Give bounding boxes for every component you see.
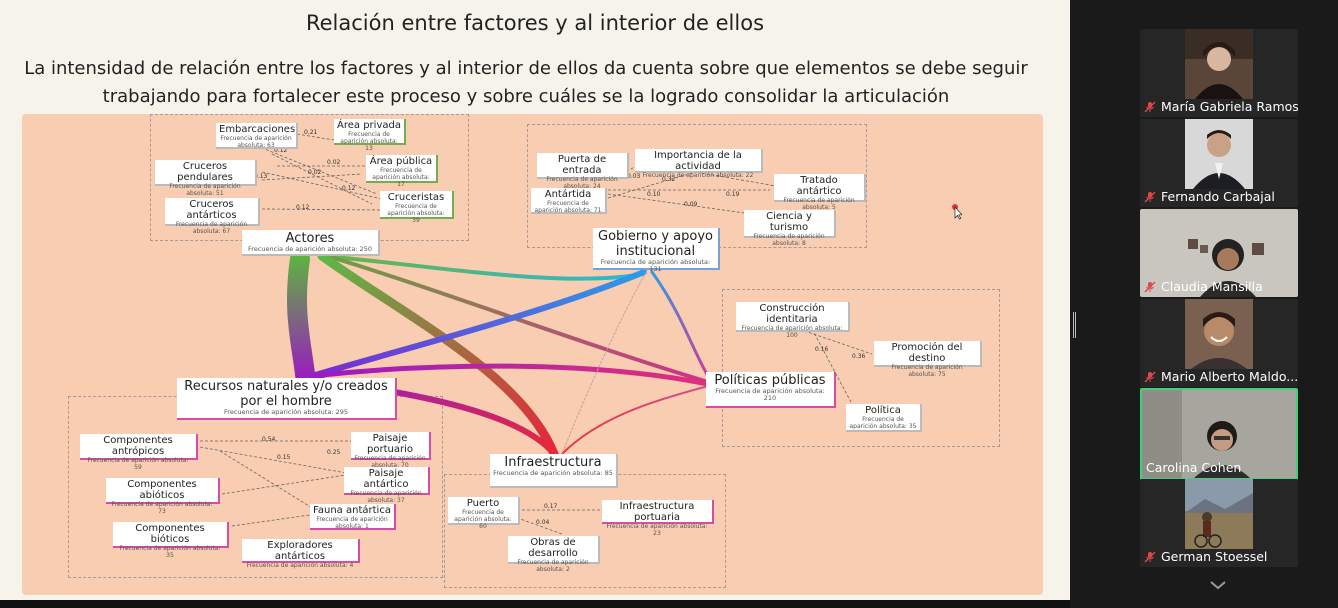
node-puerta-entrada: Puerta de entrada Frecuencia de aparició… (537, 153, 629, 190)
node-area-privada: Área privada Frecuencia de aparición abs… (334, 119, 406, 152)
participant-video-icon (1185, 479, 1253, 549)
participant-tile[interactable]: Mario Alberto Maldo... (1140, 299, 1298, 387)
muted-mic-icon (1144, 371, 1156, 382)
svg-text:0.12: 0.12 (274, 147, 288, 154)
participant-tile[interactable]: Claudia Mansilla (1140, 209, 1298, 297)
participant-video-icon (1185, 29, 1253, 99)
node-paisaje-antartico: Paisaje antártico Frecuencia de aparició… (344, 467, 430, 504)
participant-name: Carolina Cohen (1146, 460, 1242, 475)
node-importancia-actividad: Importancia de la actividad Frecuencia d… (635, 149, 763, 179)
slide-title: Relación entre factores y al interior de… (305, 11, 765, 35)
participant-name: Claudia Mansilla (1144, 279, 1263, 294)
node-politicas: Políticas públicas Frecuencia de aparici… (706, 372, 836, 408)
svg-text:0.10: 0.10 (647, 191, 661, 198)
node-paisaje-portuario: Paisaje portuario Frecuencia de aparició… (351, 432, 431, 469)
link-gobierno-infra (561, 271, 647, 455)
node-cruceros-pendulares: Cruceros pendulares Frecuencia de aparic… (155, 160, 257, 197)
svg-text:0.04: 0.04 (536, 519, 550, 526)
participant-tile-active-speaker[interactable]: Carolina Cohen (1140, 388, 1298, 480)
svg-text:0.54: 0.54 (262, 436, 276, 443)
muted-mic-icon (1144, 281, 1156, 292)
node-embarcaciones: Embarcaciones Frecuencia de aparición ab… (216, 123, 298, 149)
svg-text:0.12: 0.12 (342, 185, 356, 192)
node-puerto: Puerto Frecuencia de aparición absoluta:… (448, 497, 520, 530)
node-tratado-antartico: Tratado antártico Frecuencia de aparició… (774, 174, 866, 211)
relationship-diagram: 0.21 0.02 0.12 0.12 0.02 0.13 0.12 0.32 … (22, 114, 1043, 595)
node-obras-desarrollo: Obras de desarrollo Frecuencia de aparic… (508, 536, 600, 573)
svg-text:0.02: 0.02 (327, 159, 341, 166)
svg-text:0.03: 0.03 (627, 173, 641, 180)
muted-mic-icon (1144, 551, 1156, 562)
node-componentes-bioticos: Componentes bióticos Frecuencia de apari… (113, 522, 229, 559)
link-gobierno-recursos (309, 269, 647, 379)
participant-video-icon (1185, 119, 1253, 189)
participant-video-icon (1142, 390, 1296, 478)
svg-text:0.21: 0.21 (304, 129, 318, 136)
participant-tile[interactable]: Fernando Carbajal (1140, 119, 1298, 207)
svg-text:0.16: 0.16 (815, 346, 829, 353)
svg-text:0.09: 0.09 (684, 201, 698, 208)
svg-text:0.12: 0.12 (296, 204, 310, 211)
svg-text:0.17: 0.17 (544, 503, 558, 510)
svg-text:0.32: 0.32 (662, 176, 676, 183)
mouse-pointer-icon (952, 204, 962, 220)
svg-text:0.19: 0.19 (726, 191, 740, 198)
link-recursos-politicas (309, 363, 711, 387)
muted-mic-icon (1144, 191, 1156, 202)
node-antartida: Antártida Frecuencia de aparición absolu… (531, 188, 607, 214)
node-gobierno: Gobierno y apoyo institucional Frecuenci… (593, 228, 720, 273)
bottom-strip (0, 600, 1070, 608)
node-area-publica: Área pública Frecuencia de aparición abs… (366, 155, 438, 188)
slide-subtitle-line2: trabajando para fortalecer este proceso … (102, 86, 950, 107)
svg-text:0.02: 0.02 (308, 169, 322, 176)
node-fauna-antartica: Fauna antártica Frecuencia de aparición … (310, 504, 396, 530)
slide-subtitle-line1: La intensidad de relación entre los fact… (24, 58, 1028, 79)
participant-name: German Stoessel (1144, 549, 1267, 564)
cluster-politicas (722, 289, 1000, 447)
svg-text:0.25: 0.25 (327, 449, 341, 456)
svg-text:0.36: 0.36 (852, 353, 866, 360)
presentation-slide: Relación entre factores y al interior de… (0, 0, 1070, 600)
link-actores-recursos (287, 249, 316, 392)
node-recursos: Recursos naturales y/o creados por el ho… (177, 378, 397, 420)
node-promocion-destino: Promoción del destino Frecuencia de apar… (874, 341, 982, 378)
node-ciencia-turismo: Ciencia y turismo Frecuencia de aparició… (744, 210, 836, 247)
muted-mic-icon (1144, 101, 1156, 112)
svg-text:0.13: 0.13 (254, 173, 268, 180)
link-actores-gobierno (320, 254, 644, 281)
node-actores: Actores Frecuencia de aparición absoluta… (242, 230, 380, 256)
node-infraestructura-portuaria: Infraestructura portuaria Frecuencia de … (602, 500, 714, 537)
node-componentes-antropicos: Componentes antrópicos Frecuencia de apa… (80, 434, 198, 471)
link-politicas-infra (561, 385, 709, 455)
participant-tile[interactable]: German Stoessel (1140, 479, 1298, 567)
main-flow-links (287, 249, 711, 459)
node-infraestructura: Infraestructura Frecuencia de aparición … (490, 454, 618, 488)
node-cruceristas: Cruceristas Frecuencia de aparición abso… (380, 191, 454, 224)
node-exploradores-antarticos: Exploradores antárticos Frecuencia de ap… (242, 539, 360, 569)
node-componentes-abioticos: Componentes abióticos Frecuencia de apar… (106, 478, 220, 515)
svg-text:0.15: 0.15 (277, 454, 291, 461)
participant-video-icon (1140, 209, 1298, 297)
participant-name: María Gabriela Ramos (1144, 99, 1298, 114)
link-gobierno-politicas (650, 270, 710, 378)
node-construccion-identitaria: Construcción identitaria Frecuencia de a… (736, 302, 850, 339)
weight-labels: 0.21 0.02 0.12 0.12 0.02 0.13 0.12 0.32 … (254, 129, 866, 526)
node-cruceros-antarticos: Cruceros antárticos Frecuencia de aparic… (165, 198, 260, 235)
node-politica: Política Frecuencia de aparición absolut… (846, 404, 922, 432)
panel-resize-handle[interactable] (1073, 312, 1077, 338)
link-actores-infra (317, 251, 559, 459)
participant-tile[interactable]: María Gabriela Ramos (1140, 29, 1298, 117)
chevron-down-icon[interactable] (1208, 578, 1228, 592)
participant-video-icon (1185, 299, 1253, 369)
participant-name: Fernando Carbajal (1144, 189, 1275, 204)
participant-name: Mario Alberto Maldo... (1144, 369, 1298, 384)
link-actores-politicas (325, 254, 710, 384)
